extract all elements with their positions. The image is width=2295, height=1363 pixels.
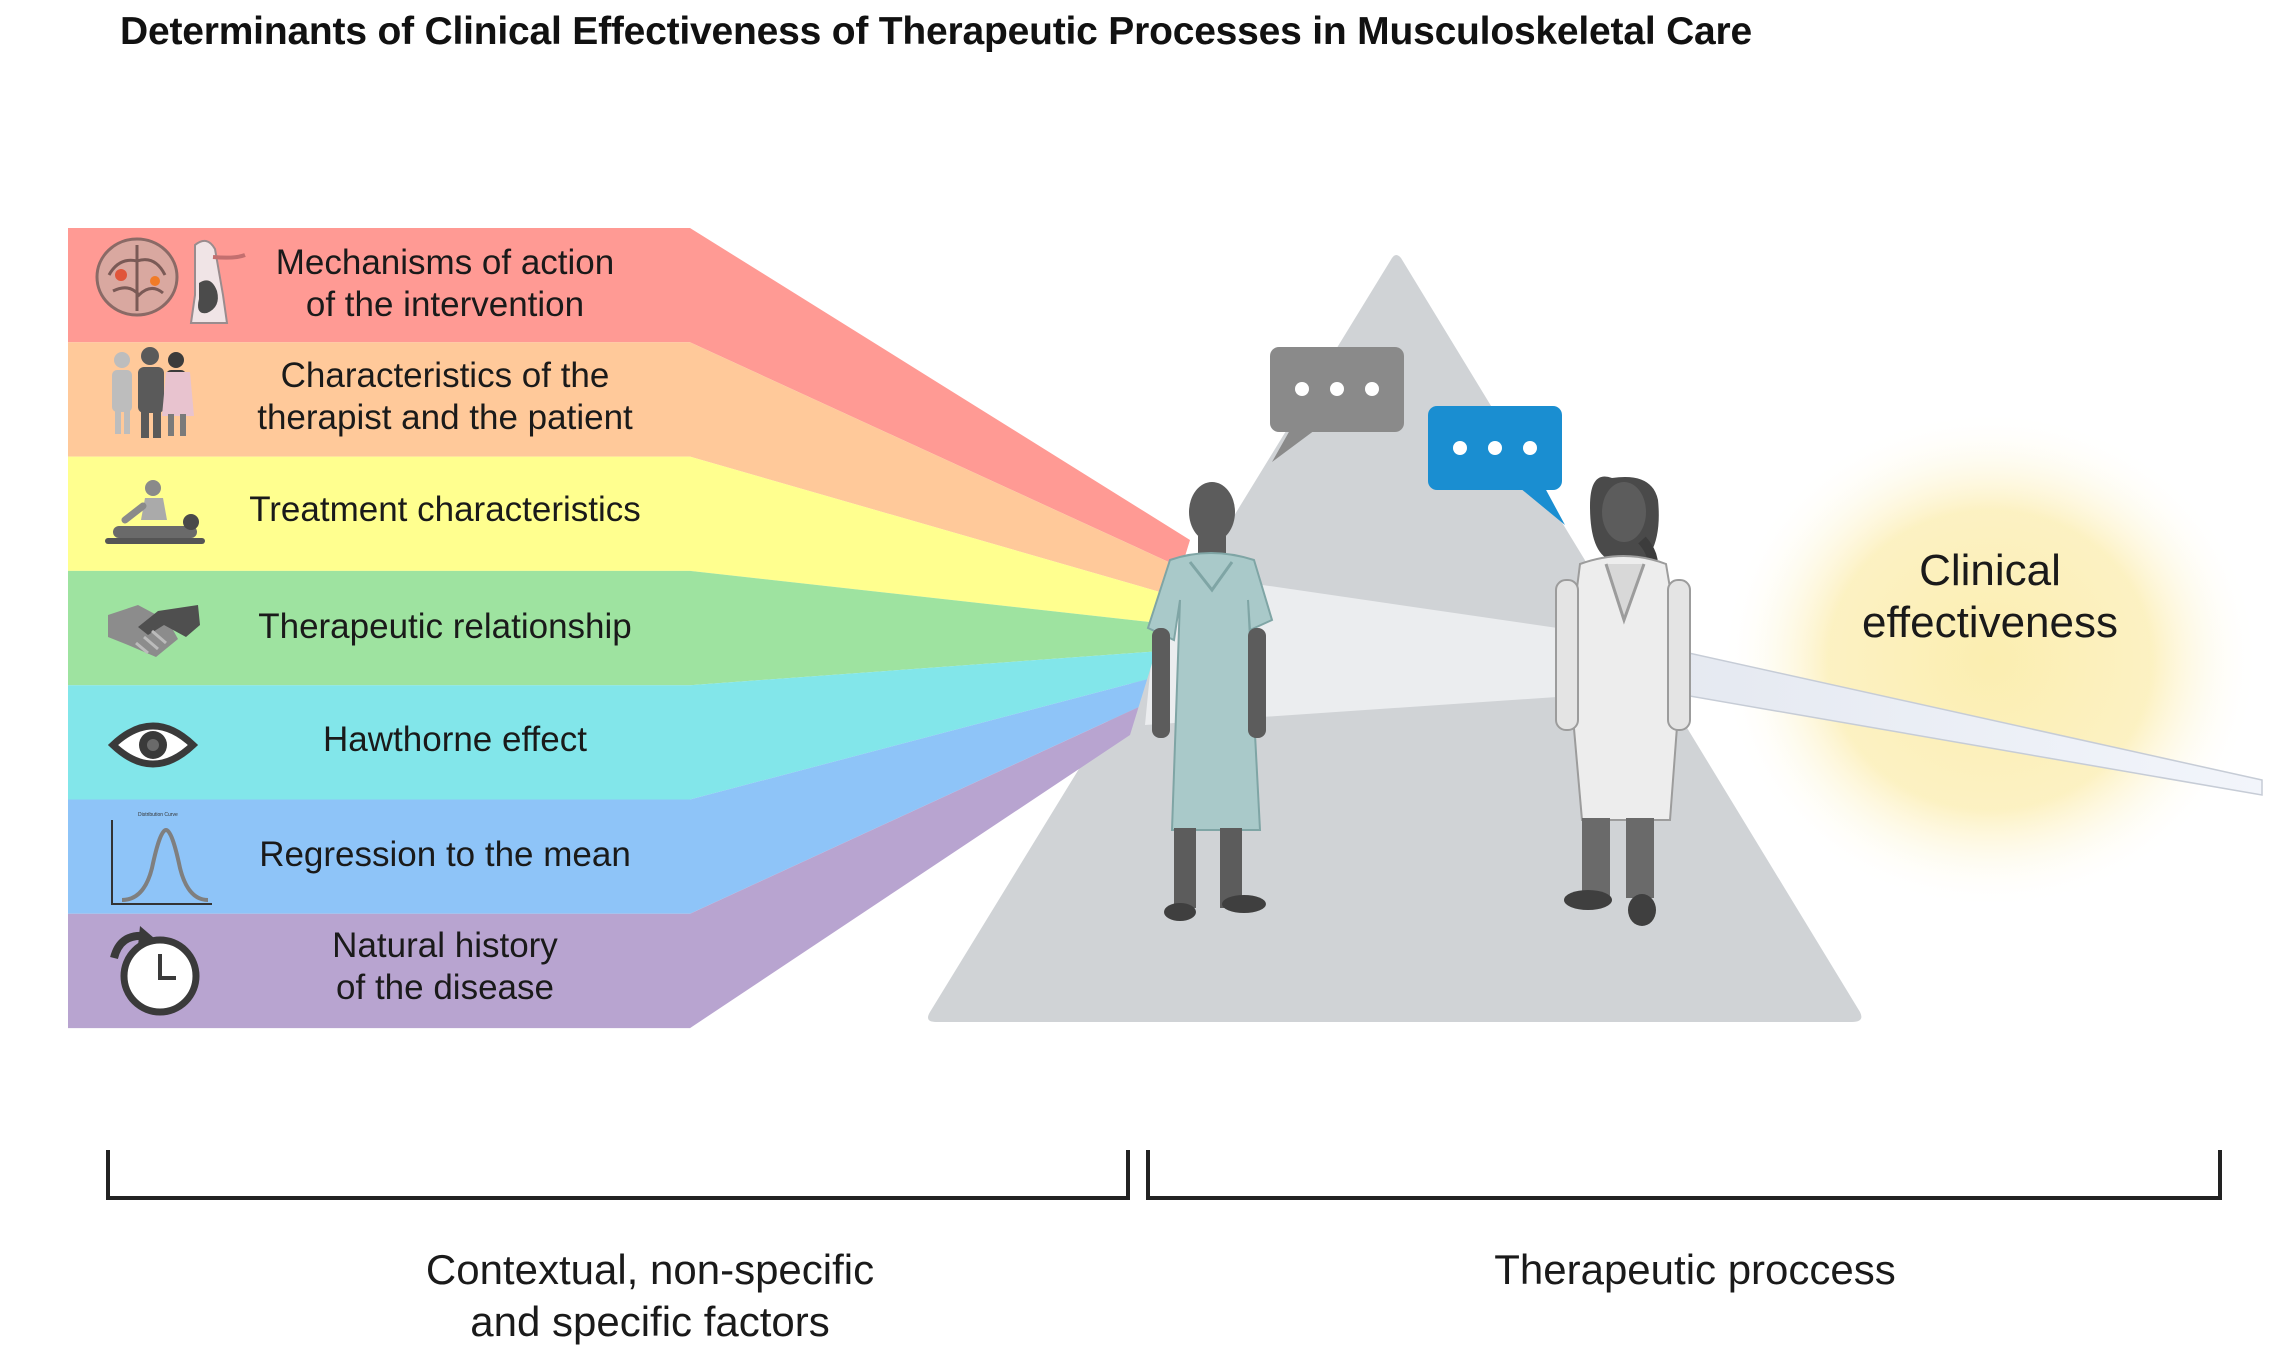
people-group-icon: [112, 347, 194, 438]
bracket-label-therapeutic: Therapeutic proccess: [1395, 1244, 1995, 1296]
factor-bands: [68, 228, 1190, 1029]
prism-light-path: [1145, 570, 1660, 725]
factor-label-line: Treatment characteristics: [249, 490, 641, 529]
factor-band: [68, 456, 1173, 624]
factor-label-characteristics: Characteristics of the therapist and the…: [210, 355, 680, 439]
bracket-right: [1146, 1150, 2222, 1200]
eye-icon: [107, 722, 199, 768]
factor-band: [68, 342, 1182, 596]
curve-caption: Distribution Curve: [138, 812, 178, 818]
factor-label-line: of the disease: [336, 968, 554, 1007]
effect-label-line: effectiveness: [1861, 598, 2118, 647]
factor-label-line: Regression to the mean: [259, 835, 631, 874]
factor-icons: Distribution Curve: [95, 237, 246, 1016]
factor-band: [68, 651, 1156, 800]
brain-digestive-organs-icon: [95, 237, 246, 324]
page-title: Determinants of Clinical Effectiveness o…: [120, 10, 1753, 53]
factor-label-line: therapist and the patient: [257, 398, 633, 437]
patient-in-gown-icon: [1146, 482, 1274, 921]
factor-band: [68, 679, 1148, 914]
effectiveness-glow: [1720, 410, 2260, 910]
factor-label-line: of the intervention: [305, 285, 585, 324]
bracket-label-line: and specific factors: [470, 1298, 830, 1345]
effect-label-line: Clinical: [1919, 546, 2061, 595]
factor-label-relationship: Therapeutic relationship: [210, 606, 680, 648]
factor-label-hawthorne: Hawthorne effect: [220, 719, 690, 761]
handshake-icon: [108, 605, 200, 657]
clock-icon: [110, 926, 200, 1016]
bracket-label-contextual: Contextual, non-specific and specific fa…: [350, 1244, 950, 1348]
factor-label-treatment: Treatment characteristics: [210, 489, 680, 531]
factor-label-mechanisms: Mechanisms of action of the intervention: [210, 242, 680, 326]
therapist-in-coat-icon: [1555, 476, 1691, 926]
factor-label-line: Therapeutic relationship: [258, 607, 632, 646]
factor-label-regression: Regression to the mean: [210, 834, 680, 876]
bracket-label-line: Therapeutic proccess: [1494, 1246, 1896, 1293]
massage-treatment-icon: [105, 480, 205, 544]
bracket-left: [106, 1150, 1130, 1200]
factor-label-line: Characteristics of the: [280, 356, 610, 395]
bracket-label-line: Contextual, non-specific: [425, 1246, 875, 1293]
factor-label-line: Hawthorne effect: [323, 720, 587, 759]
factor-band: [68, 570, 1165, 686]
factor-label-natural-history: Natural history of the disease: [210, 925, 680, 1009]
factor-label-line: Natural history: [332, 926, 558, 965]
factor-band: [68, 707, 1139, 1029]
speech-bubble-blue-icon: [1428, 406, 1565, 525]
factor-label-line: Mechanisms of action: [275, 243, 615, 282]
factor-band: [68, 228, 1190, 568]
distribution-curve-icon: Distribution Curve: [111, 812, 212, 905]
clinical-effectiveness-label: Clinical effectiveness: [1790, 545, 2190, 649]
speech-bubble-gray-icon: [1270, 347, 1404, 462]
